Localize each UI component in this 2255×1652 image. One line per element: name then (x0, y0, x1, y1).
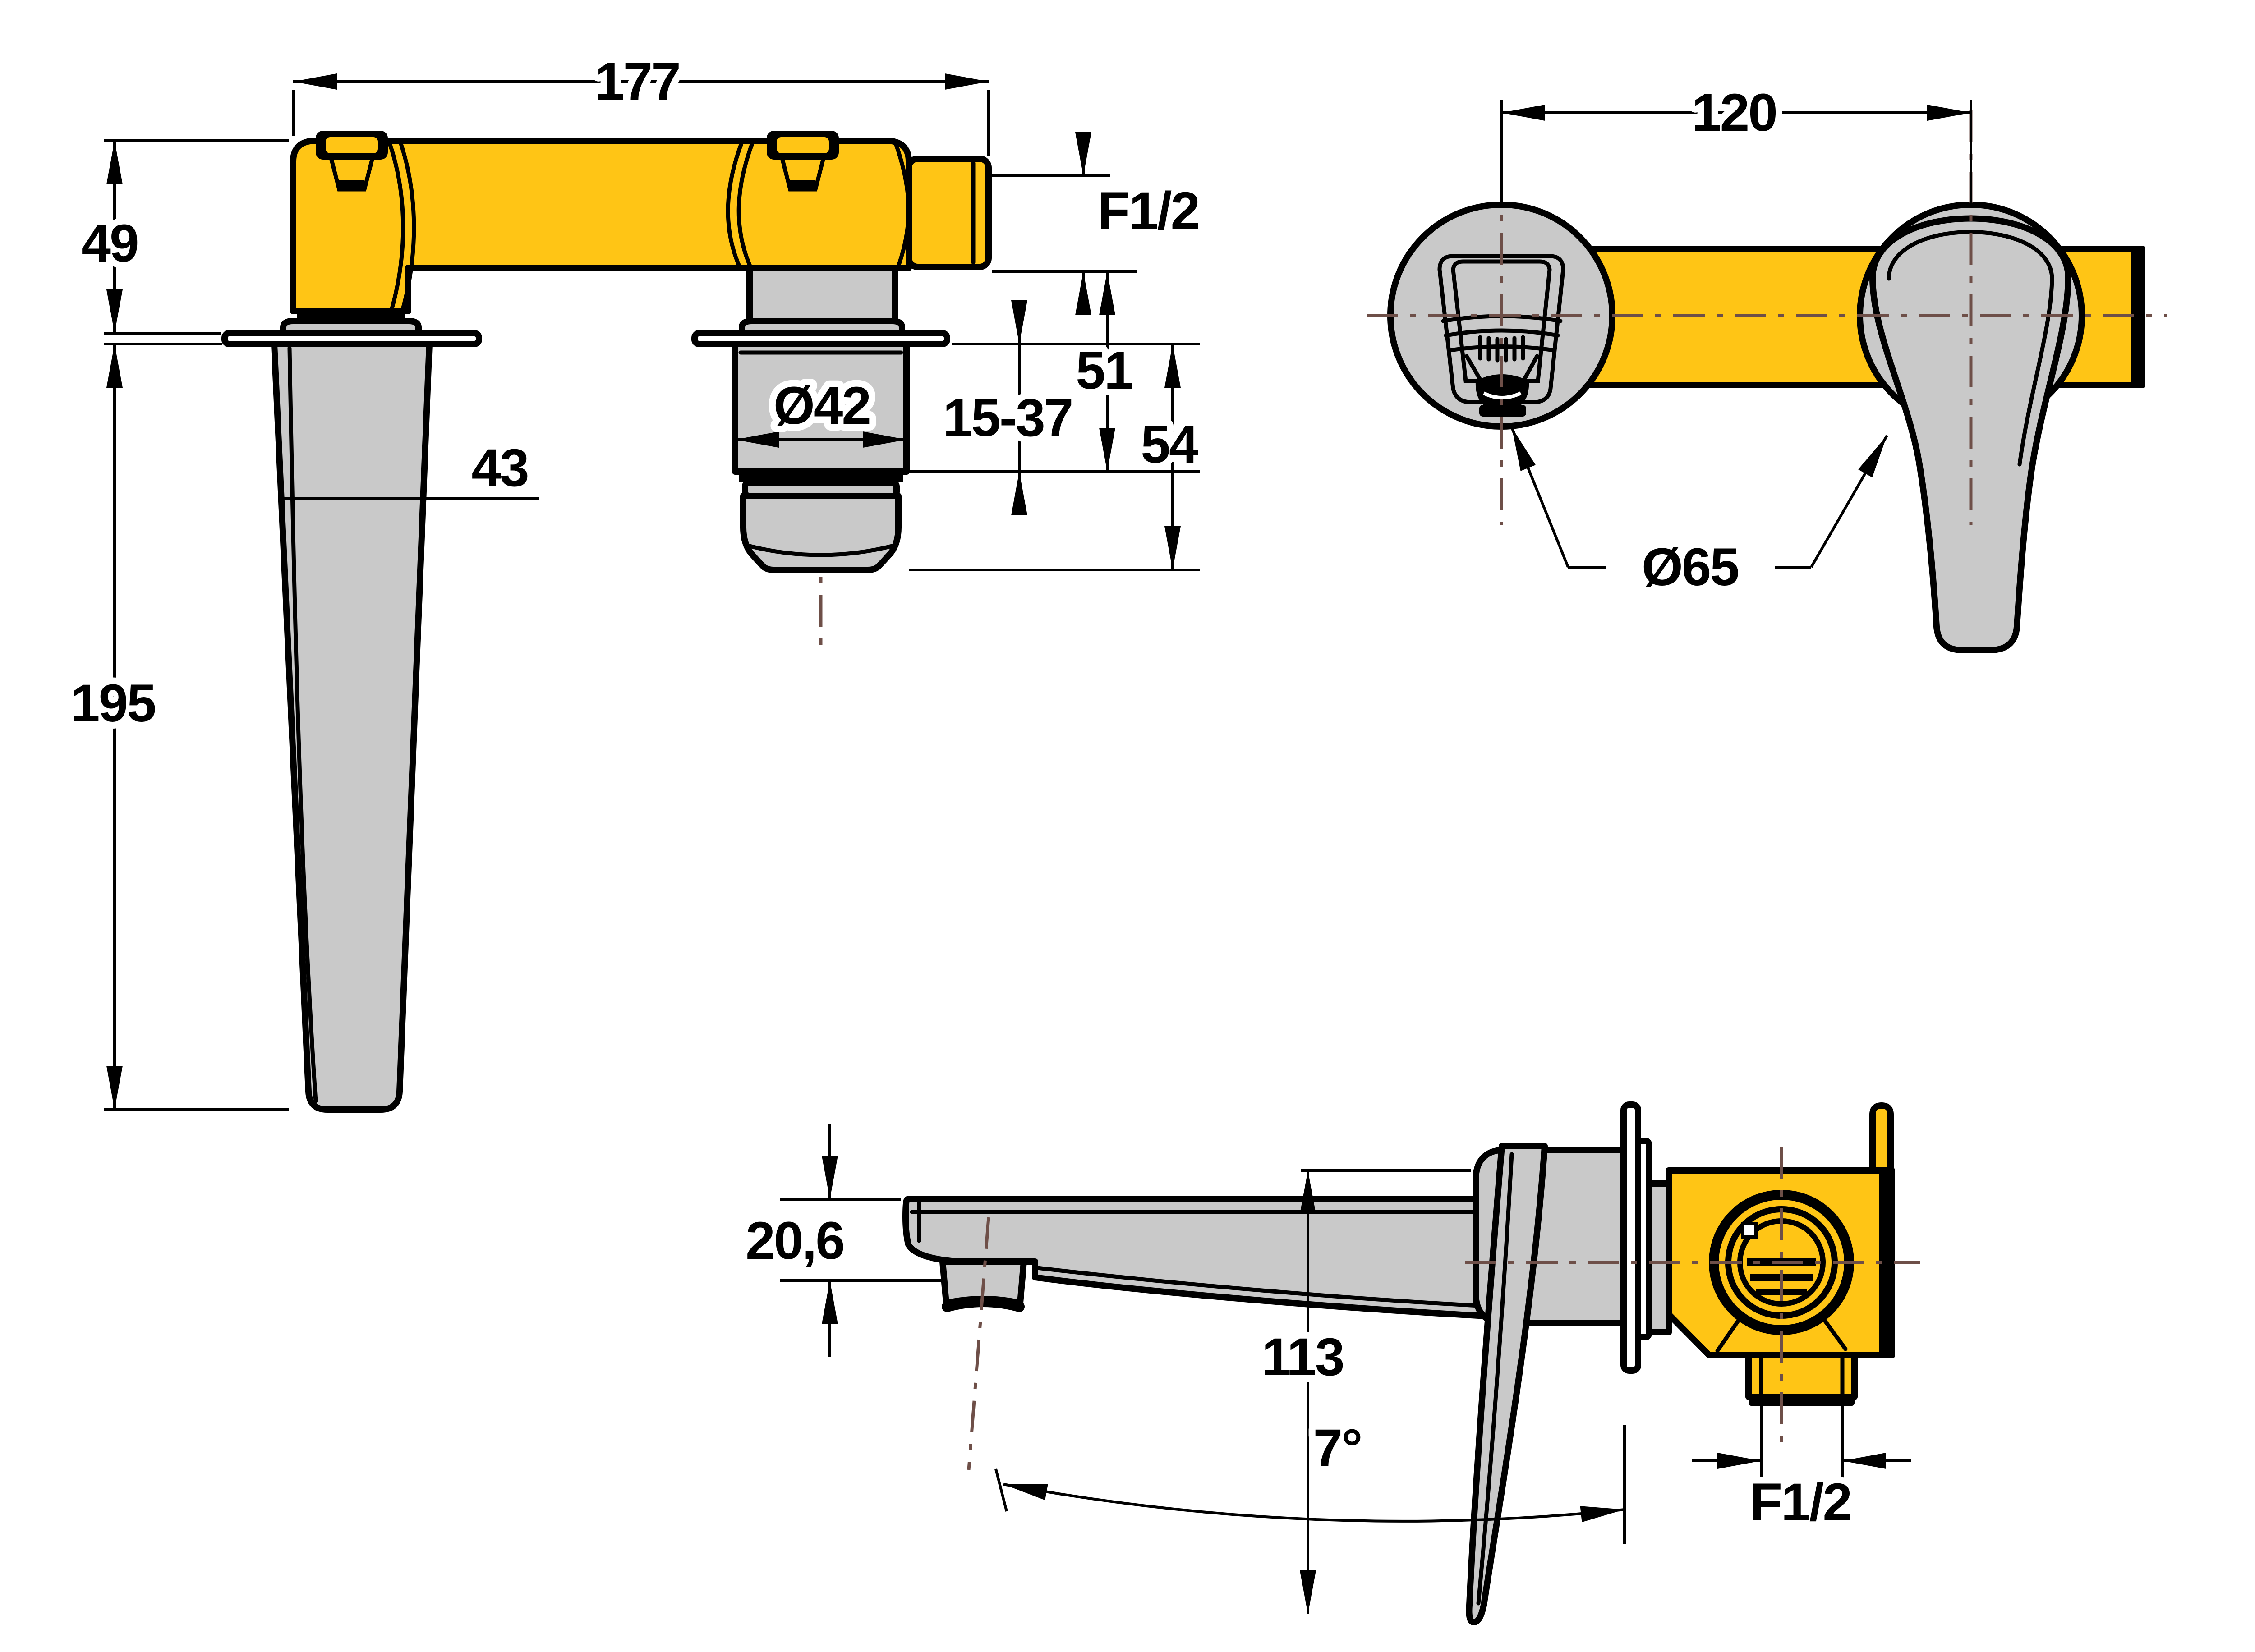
inlet-end-band (1749, 1394, 1855, 1406)
right-tower-curve2 (726, 141, 744, 269)
inlet-stub (1745, 1352, 1858, 1400)
dim-escutcheon-65: Ø65 (1510, 427, 1888, 604)
dim-diameter-42: Ø42 (735, 369, 907, 448)
dim-center-distance-120: 120 (1500, 76, 1972, 206)
spout-contour-line (287, 346, 318, 1103)
dim-label-spout-width: 43 (471, 438, 528, 498)
side-view: 20,6 113 7° F1/2 (739, 1101, 1920, 1625)
dim-label-drop: 20,6 (746, 1211, 844, 1271)
dim-angle-7: 7° (994, 1412, 1626, 1544)
dim-label-height: 113 (1261, 1327, 1343, 1387)
dim-depth-range: 15-37 (936, 300, 1200, 515)
left-tower-curve (387, 141, 405, 312)
lever-contour (1887, 230, 2054, 467)
dim-label-thread-top: F1/2 (1098, 181, 1199, 241)
dim-label-51: 51 (1076, 341, 1132, 400)
aerator-cup (740, 493, 902, 573)
dim-label-body-height: 49 (81, 214, 138, 273)
blade-contour (1476, 1152, 1514, 1606)
right-tower-curve (736, 141, 755, 269)
thread-stub (906, 156, 992, 270)
dim-label-diameter: Ø42 (773, 376, 870, 436)
outlet-cylinder (732, 341, 910, 475)
dim-spout-length-195: 195 (64, 343, 289, 1111)
stub-neck-curve (893, 141, 911, 268)
spout-front (271, 341, 433, 1113)
dim-label-width: 177 (595, 52, 680, 111)
left-clip (316, 131, 388, 192)
dim-label-center-distance: 120 (1692, 83, 1776, 142)
dim-body-height-49: 49 (74, 139, 289, 335)
dim-thread-bottom: F1/2 (1692, 1406, 1911, 1539)
dim-label-54: 54 (1141, 415, 1198, 474)
dim-label-thread-bottom: F1/2 (1750, 1473, 1851, 1532)
spout-profile (902, 1196, 1505, 1320)
dim-spout-width-43: 43 (278, 431, 539, 505)
dim-width-177: 177 (292, 45, 990, 156)
dim-label-angle: 7° (1313, 1418, 1362, 1478)
dim-height-113: 113 (1255, 1169, 1471, 1614)
dim-drop-206: 20,6 (739, 1124, 943, 1357)
spout-bottom-inner-line (1035, 1266, 1497, 1309)
dim-51: 51 (909, 271, 1200, 473)
dim-label-escutcheon: Ø65 (1642, 537, 1738, 597)
right-clip (767, 131, 839, 192)
aerator-smile-line (746, 543, 896, 557)
plan-view: 120 Ø65 (1367, 76, 2167, 653)
dim-thread-top: F1/2 (992, 132, 1207, 315)
front-view: 177 49 195 43 Ø42 (64, 45, 1207, 1113)
left-tower-curve2 (398, 140, 416, 313)
aerator-axis (967, 1217, 990, 1470)
outlet-neck (746, 265, 898, 325)
dim-label-spout-length: 195 (70, 674, 155, 733)
dim-54: 54 (909, 344, 1206, 571)
dim-label-depth-range: 15-37 (943, 388, 1072, 448)
